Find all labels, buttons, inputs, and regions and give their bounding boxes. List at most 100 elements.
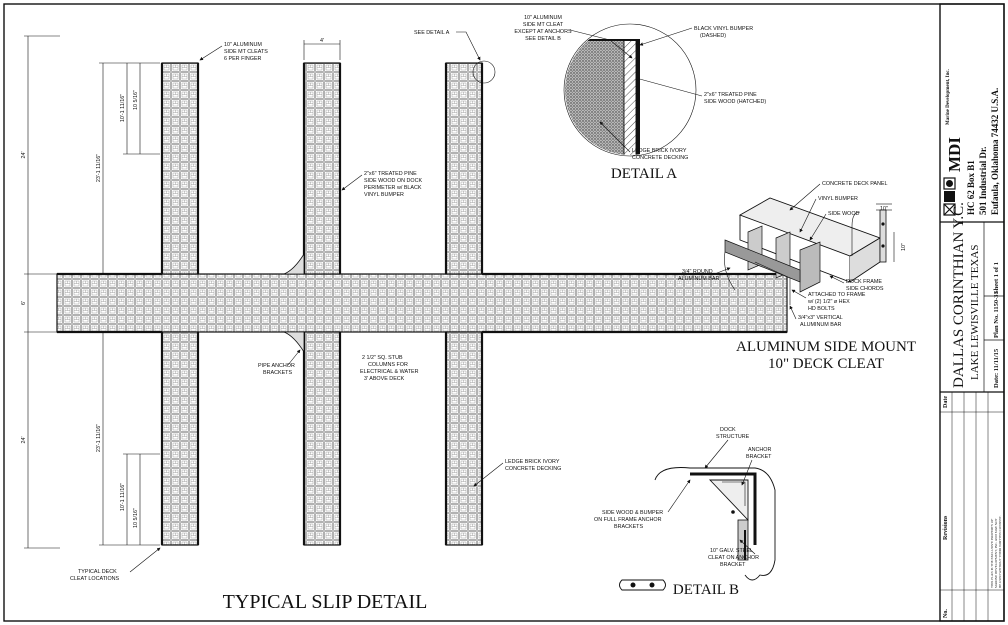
pipe-anchor-bracket-lower — [283, 331, 305, 354]
svg-text:CLEAT LOCATIONS: CLEAT LOCATIONS — [70, 576, 120, 582]
svg-text:LEDGE BRICK IVORY: LEDGE BRICK IVORY — [632, 148, 687, 154]
sheet-number: Sheet 1 of 1 — [993, 262, 1000, 294]
callout-pipe-anchor: PIPE ANCHOR BRACKETS — [258, 349, 301, 376]
svg-text:BRACKETS: BRACKETS — [614, 524, 643, 530]
detail-b-cleat-icon — [619, 579, 666, 591]
cleat-dim-v: 10" — [901, 243, 907, 251]
svg-text:ALUMINUM BAR: ALUMINUM BAR — [800, 322, 841, 328]
detail-a-label-cleat: 10" ALUMINUM SIDE MT CLEAT EXCEPT AT ANC… — [514, 15, 633, 59]
svg-text:CLEAT ON ANCHOR: CLEAT ON ANCHOR — [708, 555, 759, 561]
callout-see-detail-a: SEE DETAIL A — [414, 30, 481, 61]
dim-upper-23: 23'-1 11/16" — [96, 154, 102, 182]
main-title: TYPICAL SLIP DETAIL — [223, 591, 428, 613]
finger-upper-middle — [303, 62, 341, 275]
detail-a: 10" ALUMINUM SIDE MT CLEAT EXCEPT AT ANC… — [514, 15, 766, 182]
detail-a-label-bumper: BLACK VINYL BUMPER (DASHED) — [639, 26, 753, 46]
svg-text:EXCEPT AT ANCHORS: EXCEPT AT ANCHORS — [514, 29, 572, 35]
svg-text:CONCRETE DECKING: CONCRETE DECKING — [632, 155, 688, 161]
cleat-dim-h: 10" — [880, 206, 888, 212]
svg-text:SIDE WOOD (HATCHED): SIDE WOOD (HATCHED) — [704, 99, 766, 105]
svg-text:3/4"x3" VERTICAL: 3/4"x3" VERTICAL — [798, 315, 843, 321]
detail-a-label-ledge: LEDGE BRICK IVORY CONCRETE DECKING — [599, 121, 688, 161]
detail-a-title: DETAIL A — [611, 166, 677, 182]
svg-text:SIDE MT CLEAT: SIDE MT CLEAT — [523, 22, 564, 28]
dim-lower-10b: 10 5/16" — [133, 508, 139, 528]
svg-text:w/ (2) 1/2" ø HEX: w/ (2) 1/2" ø HEX — [807, 299, 850, 305]
svg-text:3/4" ROUND: 3/4" ROUND — [682, 269, 713, 275]
dim-finger-width: 4' — [320, 38, 324, 44]
detail-b: DOCK STRUCTURE ANCHOR BRACKET SIDE WOOD … — [594, 427, 776, 598]
finger-upper-left — [161, 62, 199, 275]
svg-text:CONCRETE DECKING: CONCRETE DECKING — [505, 466, 561, 472]
svg-text:PERIMETER w/ BLACK: PERIMETER w/ BLACK — [364, 185, 422, 191]
dim-upper-10b: 10 5/16" — [133, 90, 139, 110]
company-name: MDI — [945, 137, 964, 172]
svg-text:BRACKET: BRACKET — [746, 454, 772, 460]
svg-text:BLACK VINYL BUMPER: BLACK VINYL BUMPER — [694, 26, 753, 32]
svg-text:BE USED WITHOUT THEIR WRITTEN: BE USED WITHOUT THEIR WRITTEN CONSENT. — [998, 515, 1002, 588]
finger-upper-right — [445, 62, 483, 275]
svg-text:SIDE WOOD & BUMPER: SIDE WOOD & BUMPER — [602, 510, 663, 516]
finger-lower-left — [161, 331, 199, 546]
svg-text:SIDE CHORDS: SIDE CHORDS — [846, 286, 884, 292]
svg-text:ELECTRICAL & WATER: ELECTRICAL & WATER — [360, 369, 419, 375]
svg-text:LEDGE BRICK IVORY: LEDGE BRICK IVORY — [505, 459, 560, 465]
svg-text:SEE DETAIL A: SEE DETAIL A — [414, 30, 450, 36]
svg-text:BRACKET: BRACKET — [720, 562, 746, 568]
svg-text:HD BOLTS: HD BOLTS — [808, 306, 835, 312]
cleat-title-2: 10" DECK CLEAT — [768, 356, 884, 372]
dim-walkway-width: 6' — [21, 301, 27, 305]
plan-date: Date: 11/11/15 — [993, 348, 1000, 388]
svg-text:ON FULL FRAME ANCHOR: ON FULL FRAME ANCHOR — [594, 517, 662, 523]
svg-text:ATTACHED TO FRAME: ATTACHED TO FRAME — [808, 292, 866, 298]
callout-stub-columns: 2 1/2" SQ. STUB COLUMNS FOR ELECTRICAL &… — [360, 355, 419, 382]
address-3: Eufaula, Oklahoma 74432 U.S.A. — [990, 88, 1000, 215]
dim-lower-length: 24' — [21, 436, 27, 443]
mdi-logo — [943, 177, 956, 216]
svg-text:10" GALV. STEEL: 10" GALV. STEEL — [710, 548, 753, 554]
callout-treated-pine: 2"x6" TREATED PINE SIDE WOOD ON DOCK PER… — [341, 171, 423, 198]
svg-text:MARINE DEVELOPMENT, INC. AND M: MARINE DEVELOPMENT, INC. AND MAY NOT — [994, 518, 999, 588]
dim-lower-10a: 10'-1 11/16" — [120, 483, 126, 511]
svg-text:3' ABOVE DECK: 3' ABOVE DECK — [364, 376, 405, 382]
cleat-title-1: ALUMINUM SIDE MOUNT — [736, 339, 916, 355]
detail-a-marker — [472, 60, 496, 84]
callout-cleats: 10" ALUMINUM SIDE MT CLEATS 6 PER FINGER — [199, 42, 268, 62]
svg-text:VINYL BUMPER: VINYL BUMPER — [364, 192, 404, 198]
svg-text:DOCK: DOCK — [720, 427, 736, 433]
client-location: LAKE LEWISVILLE TEXAS — [969, 245, 981, 380]
svg-text:2"x6" TREATED PINE: 2"x6" TREATED PINE — [364, 171, 417, 177]
address-1: HC 62 Box B1 — [966, 160, 976, 215]
finger-lower-right — [445, 331, 483, 546]
callout-ledge-brick: LEDGE BRICK IVORY CONCRETE DECKING — [473, 459, 561, 487]
svg-text:COLUMNS FOR: COLUMNS FOR — [368, 362, 408, 368]
rev-revisions: Revisions — [943, 515, 949, 540]
svg-text:TYPICAL DECK: TYPICAL DECK — [78, 569, 117, 575]
cleat-label-deck-panel: CONCRETE DECK PANEL — [822, 181, 888, 187]
svg-text:(DASHED): (DASHED) — [700, 33, 726, 39]
callout-typical-cleat: TYPICAL DECK CLEAT LOCATIONS — [70, 547, 161, 582]
dim-lower-23: 23'-1 11/16" — [96, 424, 102, 452]
svg-text:BRACKETS: BRACKETS — [263, 370, 292, 376]
pipe-anchor-bracket-upper — [283, 252, 305, 275]
svg-text:ALUMINUM BAR: ALUMINUM BAR — [678, 276, 719, 282]
title-block: MDI Marine Development, Inc. HC 62 Box B… — [939, 3, 1005, 622]
svg-text:2"x6" TREATED PINE: 2"x6" TREATED PINE — [704, 92, 757, 98]
svg-text:THIS PLAN IS THE EXCLUSIVE PRO: THIS PLAN IS THE EXCLUSIVE PROPERTY OF — [990, 519, 994, 588]
plan-number: Plan No. 1150-31 — [993, 291, 1000, 338]
finger-lower-middle — [303, 331, 341, 546]
svg-text:DOCK FRAME: DOCK FRAME — [846, 279, 882, 285]
company-sub: Marine Development, Inc. — [946, 68, 951, 125]
svg-text:6 PER FINGER: 6 PER FINGER — [224, 56, 262, 62]
ownership-notice: THIS PLAN IS THE EXCLUSIVE PROPERTY OF M… — [990, 515, 1002, 588]
svg-text:ANCHOR: ANCHOR — [748, 447, 771, 453]
svg-text:10" ALUMINUM: 10" ALUMINUM — [524, 15, 562, 21]
dim-upper-length: 24' — [21, 151, 27, 158]
rev-date: Date — [943, 396, 949, 408]
svg-text:SIDE WOOD ON DOCK: SIDE WOOD ON DOCK — [364, 178, 423, 184]
cleat-label-side-wood: SIDE WOOD — [828, 211, 860, 217]
client-name: DALLAS CORINTHIAN Y.C. — [951, 202, 967, 388]
main-walkway — [56, 273, 788, 333]
dock-plan: 4' 24' 6' 24' 23'-1 11/16" 23'-1 11/16" … — [21, 30, 788, 613]
